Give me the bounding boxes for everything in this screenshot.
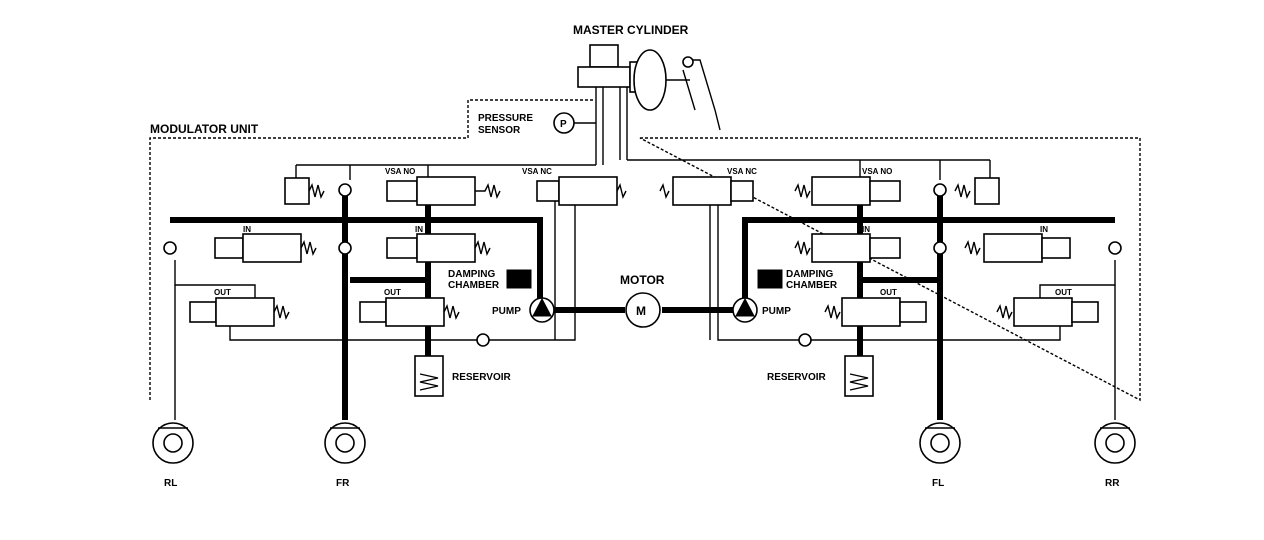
pressure-label: PRESSURE bbox=[478, 113, 533, 124]
check-valves bbox=[163, 183, 1122, 347]
sensor-label: SENSOR bbox=[478, 125, 521, 136]
wheel-brake-fr bbox=[324, 422, 366, 464]
right-out-valve-rr bbox=[996, 297, 1099, 327]
left-vsa-no-valve bbox=[386, 176, 501, 206]
vsa-no-label-left: VSA NO bbox=[385, 167, 415, 176]
vsa-no-label-right: VSA NO bbox=[862, 167, 892, 176]
in-label-fr: IN bbox=[415, 225, 423, 234]
motor-label: MOTOR bbox=[620, 273, 665, 287]
in-label-rr: IN bbox=[1040, 225, 1048, 234]
left-in-valve-fr bbox=[386, 233, 491, 263]
master-cylinder bbox=[577, 44, 721, 165]
master-cylinder-label: MASTER CYLINDER bbox=[573, 23, 689, 37]
pressure-symbol: P bbox=[560, 119, 567, 130]
out-label-rl: OUT bbox=[214, 288, 231, 297]
wheel-label-fr: FR bbox=[336, 478, 350, 489]
left-relief-valve bbox=[284, 177, 325, 205]
in-label-rl: IN bbox=[243, 225, 251, 234]
reservoir-label-left: RESERVOIR bbox=[452, 372, 511, 383]
right-damping-chamber bbox=[757, 269, 783, 289]
wheel-label-fl: FL bbox=[932, 478, 944, 489]
right-vsa-nc-valve bbox=[659, 176, 754, 206]
pump-label-left: PUMP bbox=[492, 306, 521, 317]
vsa-nc-label-left: VSA NC bbox=[522, 167, 552, 176]
wheel-brake-rr bbox=[1094, 422, 1136, 464]
damping-label-left: DAMPING bbox=[448, 269, 495, 280]
chamber-label-right: CHAMBER bbox=[786, 280, 838, 291]
motor-symbol: M bbox=[636, 304, 646, 318]
right-pump bbox=[732, 297, 758, 323]
wheel-brake-fl bbox=[919, 422, 961, 464]
wheel-label-rr: RR bbox=[1105, 478, 1120, 489]
right-in-valve-rr bbox=[964, 233, 1071, 263]
out-label-rr: OUT bbox=[1055, 288, 1072, 297]
right-relief-valve bbox=[954, 177, 1000, 205]
right-vsa-no-valve bbox=[794, 176, 901, 206]
pressure-sensor bbox=[553, 112, 596, 134]
modulator-unit-border bbox=[149, 99, 1141, 402]
left-out-valve-rl bbox=[189, 297, 290, 327]
pump-motor bbox=[625, 292, 661, 328]
modulator-unit-label: MODULATOR UNIT bbox=[150, 122, 259, 136]
left-vsa-nc-valve bbox=[536, 176, 627, 206]
wheel-label-rl: RL bbox=[164, 478, 177, 489]
left-reservoir bbox=[414, 355, 444, 397]
damping-label-right: DAMPING bbox=[786, 269, 833, 280]
out-label-fr: OUT bbox=[384, 288, 401, 297]
left-out-valve-fr bbox=[359, 297, 460, 327]
out-label-fl: OUT bbox=[880, 288, 897, 297]
thin-circuit-lines bbox=[174, 159, 1116, 420]
left-in-valve-rl bbox=[214, 233, 317, 263]
right-out-valve-fl bbox=[824, 297, 927, 327]
wheel-brake-rl bbox=[152, 422, 194, 464]
left-damping-chamber bbox=[506, 269, 532, 289]
right-in-valve-fl bbox=[794, 233, 901, 263]
left-pump bbox=[529, 297, 555, 323]
thick-circuit-lines bbox=[170, 190, 1115, 420]
reservoir-label-right: RESERVOIR bbox=[767, 372, 826, 383]
vsa-nc-label-right: VSA NC bbox=[727, 167, 757, 176]
in-label-fl: IN bbox=[862, 225, 870, 234]
pump-label-right: PUMP bbox=[762, 306, 791, 317]
chamber-label-left: CHAMBER bbox=[448, 280, 500, 291]
right-reservoir bbox=[844, 355, 874, 397]
